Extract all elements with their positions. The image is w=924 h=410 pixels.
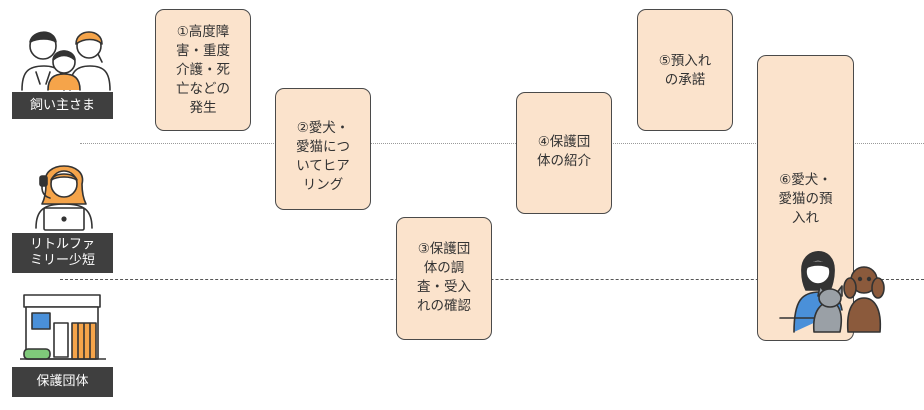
- role-badge-owner: 飼い主さま: [12, 92, 113, 119]
- step-5-consent: ⑤預入れ の承諾: [637, 9, 733, 131]
- staff-with-pets-icon: [779, 250, 885, 333]
- step-2-hearing: ②愛犬・ 愛猫につ いてヒア リング: [275, 88, 371, 210]
- operator-icon: [35, 165, 93, 231]
- step-5-label: ⑤預入れ の承諾: [658, 53, 712, 88]
- lane-divider-upper: [80, 143, 924, 144]
- step-3-label: ③保護団 体の調 査・受入 れの確認: [417, 241, 471, 314]
- step-6-label: ⑥愛犬・ 愛猫の預 入れ: [778, 172, 833, 226]
- lane-divider-lower: [60, 279, 924, 280]
- step-1-incident: ①高度障 害・重度 介護・死 亡などの 発生: [155, 9, 251, 131]
- step-2-label: ②愛犬・ 愛猫につ いてヒア リング: [296, 120, 350, 193]
- step-4-introduction: ④保護団 体の紹介: [516, 92, 612, 214]
- step-4-label: ④保護団 体の紹介: [537, 134, 591, 169]
- shelter-building-icon: [20, 294, 106, 360]
- role-badge-protection-group: 保護団体: [12, 367, 113, 397]
- step-3-investigation: ③保護団 体の調 査・受入 れの確認: [396, 217, 492, 340]
- step-1-label: ①高度障 害・重度 介護・死 亡などの 発生: [176, 24, 230, 116]
- role-badge-little-family: リトルファ ミリー少短: [12, 233, 113, 273]
- family-icon: [21, 31, 111, 91]
